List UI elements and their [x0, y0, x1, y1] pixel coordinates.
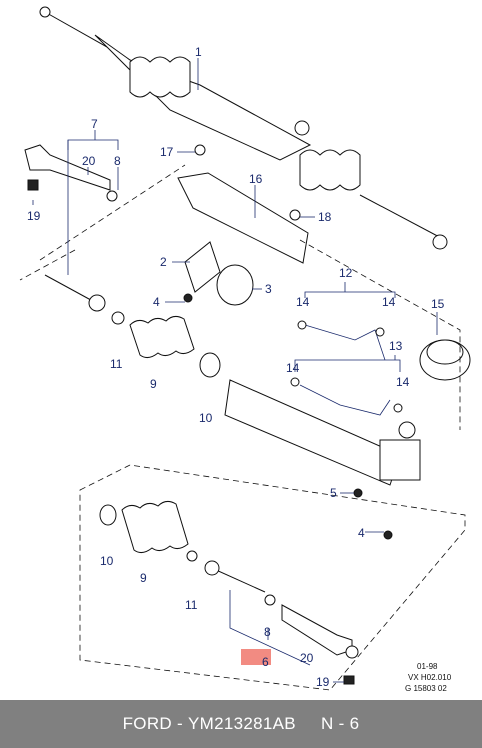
label-10-mid: 10 — [199, 411, 213, 425]
label-9-mid: 9 — [150, 377, 157, 391]
label-7: 7 — [91, 117, 98, 131]
footer-brand: FORD — [122, 714, 172, 733]
steering-rack-exploded-diagram: 1 7 20 8 17 16 19 18 2 12 3 4 14 14 15 1… — [19, 6, 471, 693]
inner-tie-rod-mid — [44, 274, 221, 378]
label-10-lower: 10 — [100, 554, 114, 568]
label-14-a: 14 — [296, 295, 310, 309]
label-11-lower: 11 — [185, 598, 198, 612]
heat-shield — [177, 144, 309, 264]
highlight-marker — [241, 649, 271, 665]
label-4-lower: 4 — [358, 526, 365, 540]
label-8-top: 8 — [114, 154, 121, 168]
reference-date: 01-98 — [417, 662, 438, 671]
footer-bar: FORD - YM213281AB N - 6 — [0, 700, 482, 748]
label-3: 3 — [265, 282, 272, 296]
mounting-bracket — [183, 241, 254, 306]
dashed-boundary-lower — [79, 464, 466, 691]
bolt-5 — [353, 488, 363, 498]
rack-housing-mid — [224, 379, 421, 486]
label-11-mid: 11 — [110, 357, 123, 371]
label-6: 6 — [262, 655, 269, 669]
leader-lines — [32, 58, 438, 683]
hydraulic-lines — [290, 320, 403, 416]
label-9-lower: 9 — [140, 571, 147, 585]
label-5: 5 — [330, 486, 337, 500]
footer-item: N - 6 — [321, 714, 360, 733]
label-13: 13 — [389, 339, 403, 353]
label-14-b: 14 — [382, 295, 396, 309]
label-16: 16 — [249, 172, 263, 186]
label-2: 2 — [160, 255, 167, 269]
bolt-4-lower — [383, 530, 393, 540]
steering-rack-assembly-top — [39, 6, 448, 250]
label-20-lower: 20 — [300, 651, 314, 665]
pinion-cover — [419, 339, 471, 381]
reference-code: VX H02.010 — [408, 673, 452, 682]
label-20-top: 20 — [82, 154, 96, 168]
label-4-mid: 4 — [153, 295, 160, 309]
part-labels: 1 7 20 8 17 16 19 18 2 12 3 4 14 14 15 1… — [27, 45, 445, 689]
label-12: 12 — [339, 266, 353, 280]
label-15: 15 — [431, 297, 445, 311]
inner-tie-rod-lower — [99, 500, 359, 685]
reference-codes: 01-98 VX H02.010 G 15803 02 — [405, 662, 452, 693]
tie-rod-end-left — [24, 144, 118, 202]
label-8-lower: 8 — [264, 625, 271, 639]
label-14-c: 14 — [286, 361, 300, 375]
label-18: 18 — [318, 210, 332, 224]
footer-separator: - — [177, 714, 183, 733]
reference-drawing-number: G 15803 02 — [405, 684, 447, 693]
label-17: 17 — [160, 145, 174, 159]
label-14-d: 14 — [396, 375, 410, 389]
label-1: 1 — [195, 45, 202, 59]
dashed-boundary-mid — [19, 164, 461, 430]
label-19-top: 19 — [27, 209, 41, 223]
label-19-lower: 19 — [316, 675, 330, 689]
footer-part-number: YM213281AB — [188, 714, 296, 733]
